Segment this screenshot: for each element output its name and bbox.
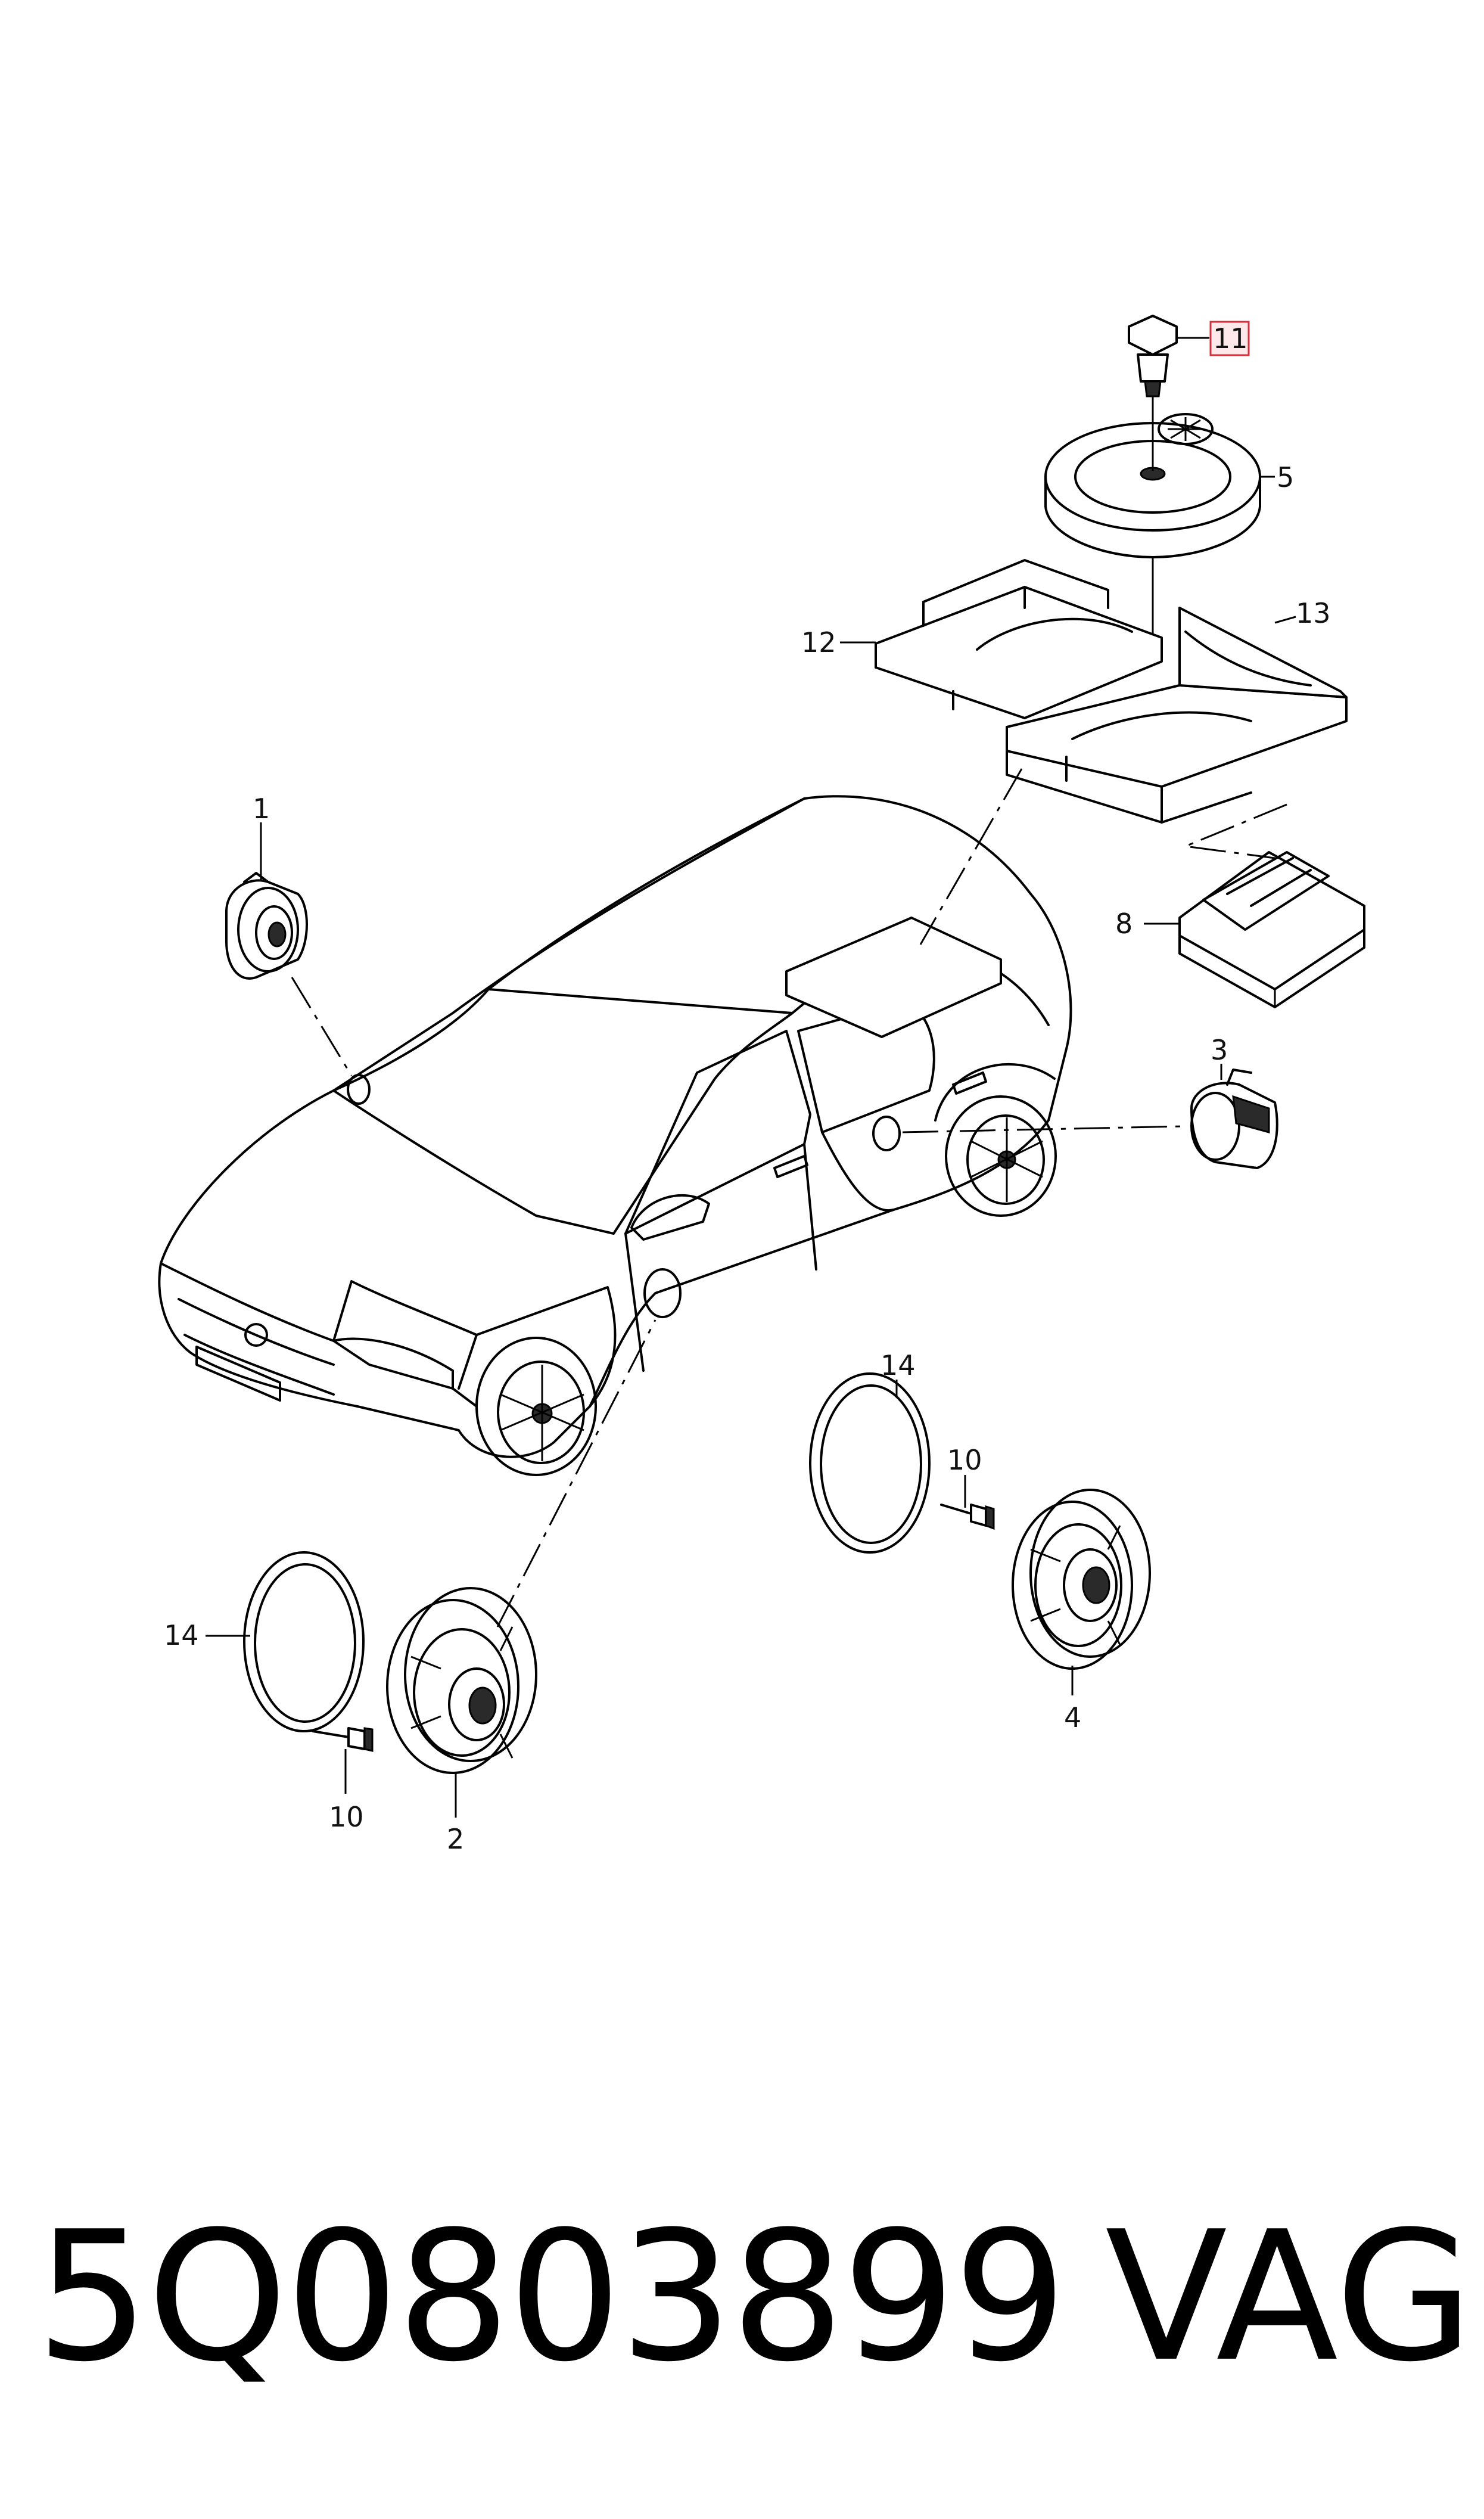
- part-2-speaker: [386, 1587, 537, 1818]
- callout-4: 4: [1064, 1701, 1081, 1734]
- front-wheel: [475, 1337, 597, 1476]
- callout-12: 12: [801, 626, 836, 659]
- car-outline: [158, 795, 1072, 1476]
- part-5-subwoofer: [1044, 396, 1275, 558]
- part-12-foam-insert: [840, 559, 1163, 719]
- callout-3: 3: [1211, 1034, 1228, 1066]
- callout-14-right: 14: [881, 1349, 916, 1381]
- callout-8: 8: [1115, 908, 1133, 940]
- leader-13-to-floor: [919, 768, 1023, 945]
- callout-5: 5: [1277, 461, 1294, 493]
- part-1-tweeter: [225, 822, 308, 980]
- callout-14-left: 14: [164, 1619, 199, 1651]
- part-4-speaker: [1012, 1489, 1151, 1695]
- callout-10-right: 10: [947, 1444, 982, 1476]
- brand-label: VAG: [1105, 2193, 1474, 2401]
- part-10-screw-left: [312, 1727, 374, 1794]
- part-13-foam-tray: [1006, 607, 1348, 824]
- part-number-label: 5Q0803899: [36, 2193, 1067, 2401]
- callout-2: 2: [447, 1823, 464, 1855]
- rear-wheel: [945, 1095, 1057, 1217]
- connector-line-13-8: [1182, 803, 1287, 859]
- callout-11: 11: [1213, 322, 1248, 355]
- callout-13: 13: [1296, 597, 1331, 629]
- part-10-screw-right: [940, 1475, 995, 1530]
- callout-11-highlight: [1209, 321, 1250, 356]
- part-11-connector: [1128, 315, 1209, 397]
- leader-1-to-car: [291, 977, 353, 1076]
- leader-2-to-car: [496, 1319, 657, 1627]
- part-3-tweeter: [1190, 1064, 1278, 1169]
- part-14-ring-left: [206, 1551, 365, 1732]
- cargo-floor-panel: [785, 917, 1002, 1038]
- leader-3-to-car: [902, 1125, 1183, 1133]
- callout-10-left: 10: [329, 1801, 364, 1833]
- part-14-ring-right: [809, 1372, 931, 1554]
- part-8-amplifier: [1144, 851, 1365, 1008]
- callout-1: 1: [253, 793, 270, 825]
